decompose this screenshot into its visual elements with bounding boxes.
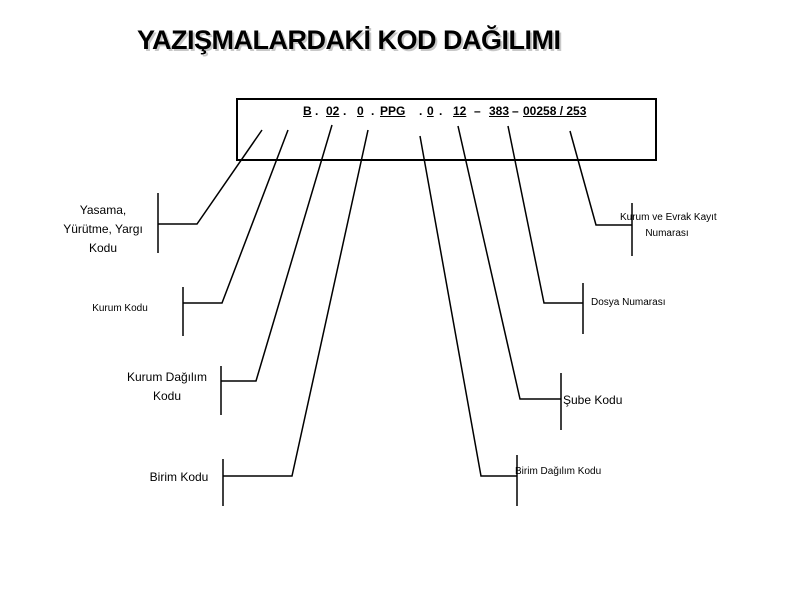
label-birim-dagilim-kodu: Birim Dağılım Kodu bbox=[515, 466, 602, 477]
page-title: YAZIŞMALARDAKİ KOD DAĞILIMI bbox=[137, 25, 561, 55]
code-separator: – bbox=[474, 104, 481, 118]
code-segment-0: 0 bbox=[357, 104, 364, 118]
label-line: Yasama, bbox=[79, 203, 127, 217]
code-segment-ppg: PPG bbox=[380, 104, 406, 118]
leader-line-birim-dagilim bbox=[419, 135, 517, 477]
label-line: Kodu bbox=[152, 389, 182, 403]
label-kurum-dagilim-kodu: Kurum Dağılım Kodu bbox=[112, 368, 222, 406]
code-separator: . bbox=[439, 104, 443, 118]
code-separator: . bbox=[315, 104, 319, 118]
label-kurum-ve-evrak-kayit-numarasi: Kurum ve Evrak Kayıt Numarası bbox=[620, 210, 717, 242]
label-yasama-yurutme-yargi-kodu: Yasama, Yürütme, Yargı Kodu bbox=[48, 201, 158, 258]
label-line: Numarası bbox=[645, 228, 689, 239]
label-kurum-kodu: Kurum Kodu bbox=[92, 303, 148, 314]
code-segment-02: 02 bbox=[326, 104, 340, 118]
label-dosya-numarasi: Dosya Numarası bbox=[591, 297, 666, 308]
code-segment-12: 12 bbox=[453, 104, 467, 118]
code-box bbox=[236, 98, 657, 161]
code-segment-b: B bbox=[303, 104, 312, 118]
code-separator: . bbox=[343, 104, 347, 118]
leader-line-dosya-numarasi bbox=[507, 125, 583, 304]
leader-line-birim-kodu bbox=[223, 129, 369, 477]
code-segment-00258-253: 00258 / 253 bbox=[523, 104, 587, 118]
leader-line-yasama bbox=[158, 129, 263, 225]
label-line: Kurum ve Evrak Kayıt bbox=[620, 212, 717, 223]
label-line: Yürütme, Yargı bbox=[63, 222, 143, 236]
code-segment-0b: 0 bbox=[427, 104, 434, 118]
code-string: B . 02 . 0 . PPG . 0 . 12 – 383 – 00258 … bbox=[0, 104, 800, 124]
label-line: Kurum Dağılım bbox=[126, 370, 208, 384]
label-birim-kodu: Birim Kodu bbox=[149, 470, 209, 484]
code-separator: – bbox=[512, 104, 519, 118]
label-line: Kodu bbox=[88, 241, 118, 255]
code-separator: . bbox=[371, 104, 375, 118]
code-separator: . bbox=[419, 104, 423, 118]
leader-line-kurum-kodu bbox=[183, 129, 289, 304]
leader-line-kurum-dagilim bbox=[221, 124, 333, 382]
leader-line-sube-kodu bbox=[457, 125, 561, 400]
code-segment-383: 383 bbox=[489, 104, 510, 118]
leader-line-kurum-evrak bbox=[569, 130, 632, 226]
label-sube-kodu: Şube Kodu bbox=[563, 393, 623, 407]
